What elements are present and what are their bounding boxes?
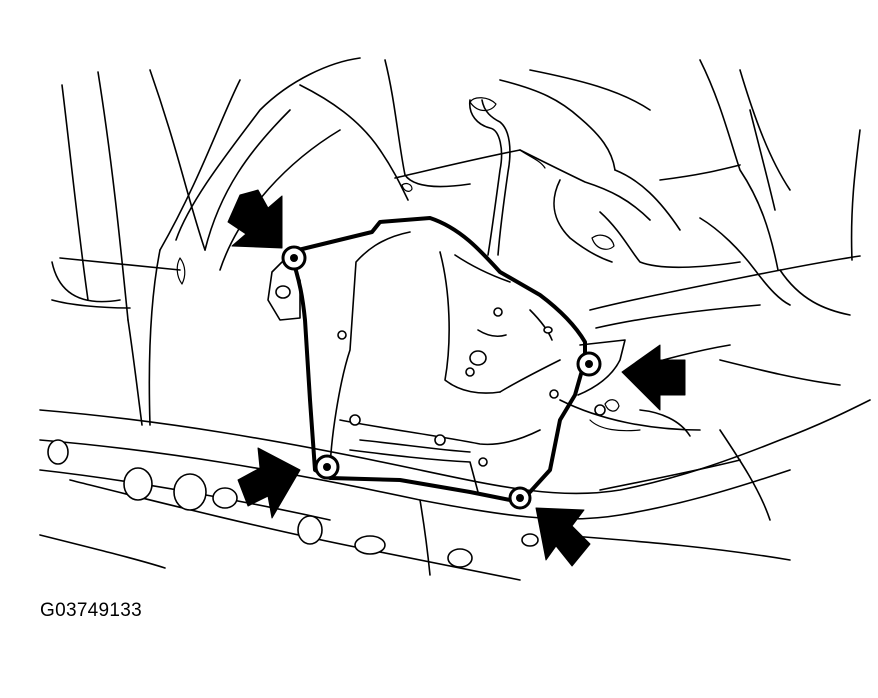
arrow-upper-left-bolt	[227, 189, 283, 249]
bolt-upper-left	[281, 245, 307, 271]
component-body	[267, 216, 626, 504]
arrow-right-bolt	[621, 344, 686, 411]
bolt-right	[576, 351, 602, 377]
arrow-lower-right-bolt	[535, 507, 591, 567]
vehicle-body-structure	[39, 57, 871, 581]
mounting-bolts	[281, 245, 602, 510]
component-outline	[288, 216, 587, 504]
figure-code: G03749133	[40, 600, 143, 621]
arrow-lower-left-bolt	[237, 447, 301, 519]
bolt-lower-left	[314, 454, 340, 480]
bolt-lower-right	[508, 486, 532, 510]
callout-arrows	[227, 189, 686, 567]
